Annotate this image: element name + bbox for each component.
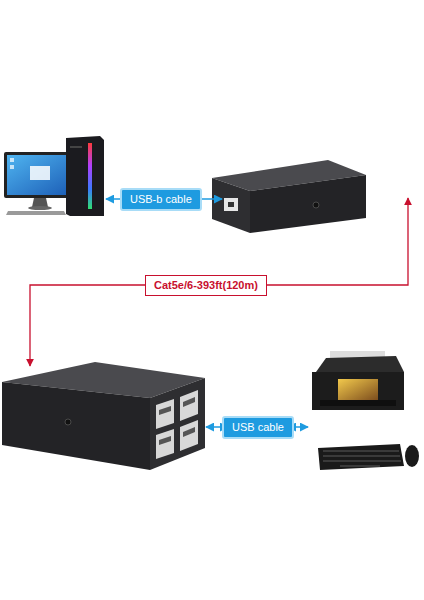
peripherals-icon (312, 351, 419, 470)
cable-lines (30, 198, 408, 427)
transmitter-device (212, 160, 366, 233)
distance-label: Cat5e/6-393ft(120m) (145, 275, 267, 296)
receiver-device (2, 362, 205, 470)
label-text: USB cable (232, 421, 284, 434)
label-text: Cat5e/6-393ft(120m) (154, 279, 258, 292)
cable-label: USB-b cable (120, 188, 202, 211)
cable-label: USB cable (222, 416, 294, 439)
computer-icon (4, 136, 104, 216)
label-text: USB-b cable (130, 193, 192, 206)
